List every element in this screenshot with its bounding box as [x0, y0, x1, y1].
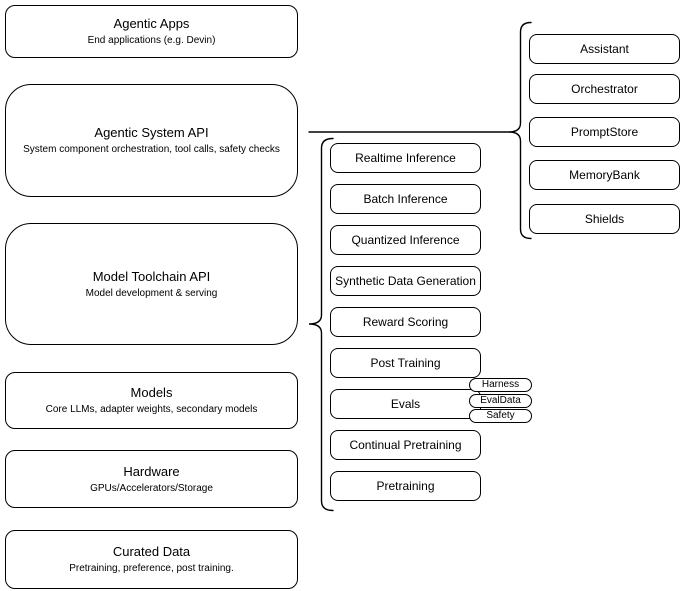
- node-model-toolchain-api: Model Toolchain API Model development & …: [5, 223, 298, 345]
- node-models: Models Core LLMs, adapter weights, secon…: [5, 372, 298, 429]
- node-subtitle: Model development & serving: [85, 287, 218, 299]
- node-label: Batch Inference: [363, 192, 448, 206]
- node-label: Reward Scoring: [362, 315, 449, 329]
- node-label: Synthetic Data Generation: [335, 274, 476, 288]
- node-label: Shields: [584, 212, 625, 226]
- node-agentic-system-api: Agentic System API System component orch…: [5, 84, 298, 197]
- node-subtitle: Pretraining, preference, post training.: [69, 563, 234, 574]
- node-orchestrator: Orchestrator: [529, 74, 680, 104]
- node-title: Agentic System API: [94, 125, 209, 140]
- node-evals: Evals: [330, 389, 481, 419]
- node-title: Models: [130, 385, 173, 400]
- node-promptstore: PromptStore: [529, 117, 680, 147]
- node-label: MemoryBank: [569, 168, 640, 182]
- node-assistant: Assistant: [529, 34, 680, 64]
- node-synthetic-data-generation: Synthetic Data Generation: [330, 266, 481, 296]
- node-curated-data: Curated Data Pretraining, preference, po…: [5, 530, 298, 589]
- node-continual-pretraining: Continual Pretraining: [330, 430, 481, 460]
- node-subtitle: System component orchestration, tool cal…: [23, 144, 280, 155]
- node-label: Realtime Inference: [355, 151, 456, 165]
- node-label: Post Training: [370, 356, 441, 370]
- tag-label: EvalData: [480, 395, 521, 406]
- node-batch-inference: Batch Inference: [330, 184, 481, 214]
- node-agentic-apps: Agentic Apps End applications (e.g. Devi…: [5, 5, 298, 58]
- tag-harness: Harness: [469, 378, 532, 392]
- node-label: Quantized Inference: [351, 233, 460, 247]
- node-title: Agentic Apps: [113, 16, 190, 31]
- node-label: Evals: [390, 397, 421, 411]
- node-title: Model Toolchain API: [92, 268, 211, 284]
- node-memorybank: MemoryBank: [529, 160, 680, 190]
- tag-evaldata: EvalData: [469, 394, 532, 408]
- tag-safety: Safety: [469, 409, 532, 423]
- node-subtitle: Core LLMs, adapter weights, secondary mo…: [45, 404, 258, 415]
- node-label: Assistant: [580, 42, 629, 56]
- node-hardware: Hardware GPUs/Accelerators/Storage: [5, 450, 298, 508]
- node-label: Continual Pretraining: [349, 438, 462, 452]
- node-label: PromptStore: [570, 125, 639, 139]
- node-label: Orchestrator: [571, 82, 638, 96]
- node-title: Curated Data: [112, 544, 191, 559]
- brace-system-components: [508, 21, 532, 240]
- node-quantized-inference: Quantized Inference: [330, 225, 481, 255]
- node-reward-scoring: Reward Scoring: [330, 307, 481, 337]
- node-subtitle: GPUs/Accelerators/Storage: [90, 482, 213, 494]
- node-shields: Shields: [529, 204, 680, 234]
- tag-label: Safety: [486, 410, 515, 421]
- node-post-training: Post Training: [330, 348, 481, 378]
- node-realtime-inference: Realtime Inference: [330, 143, 481, 173]
- node-title: Hardware: [123, 463, 180, 479]
- tag-label: Harness: [481, 379, 520, 390]
- node-subtitle: End applications (e.g. Devin): [87, 35, 216, 46]
- node-pretraining: Pretraining: [330, 471, 481, 501]
- node-label: Pretraining: [376, 479, 435, 493]
